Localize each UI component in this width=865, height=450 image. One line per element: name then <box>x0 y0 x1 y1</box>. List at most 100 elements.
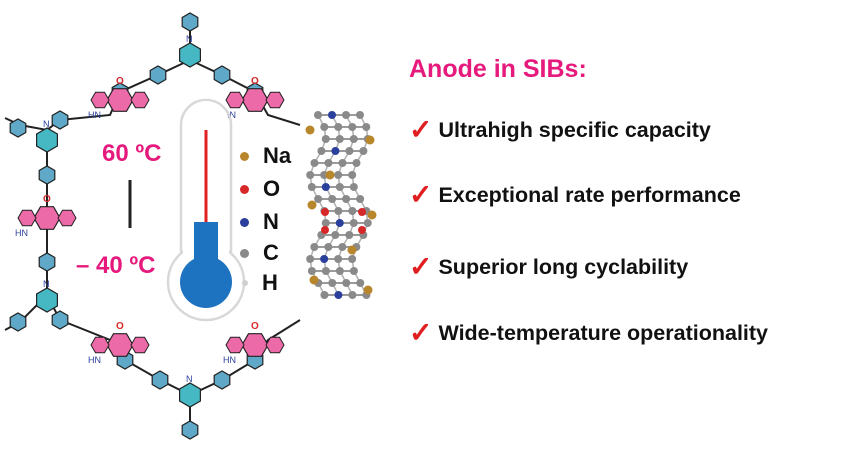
feature-label: Superior long cyclability <box>438 254 689 279</box>
oxygen-atom <box>321 208 329 216</box>
imide-core-ring <box>106 333 134 357</box>
atom <box>335 135 344 143</box>
phenyl-ring <box>181 12 199 32</box>
atom <box>320 255 329 263</box>
checkmark-icon: ✓ <box>409 317 433 348</box>
sodium-atom <box>305 125 315 135</box>
atom <box>331 231 340 239</box>
legend-label-h: H <box>262 270 278 295</box>
feature-label: Exceptional rate performance <box>438 182 741 207</box>
legend-dot-na <box>240 151 249 161</box>
atom <box>334 255 343 263</box>
atom <box>324 159 333 167</box>
feature-item-capacity: ✓ Ultrahigh specific capacity <box>409 110 711 150</box>
atom <box>342 111 350 119</box>
atom <box>328 111 336 119</box>
phenyl-ring <box>38 252 56 272</box>
imide-core-ring <box>33 206 61 230</box>
phenyl-ring <box>38 165 56 185</box>
imide-side-ring <box>90 91 110 109</box>
atom <box>359 147 368 155</box>
carbonyl-o-label: O <box>251 76 259 87</box>
phenyl-ring <box>181 420 199 440</box>
phenyl-ring <box>51 310 69 330</box>
atom <box>334 207 343 215</box>
triazine-ring <box>179 42 201 68</box>
panel-title: Anode in SIBs: <box>409 55 587 83</box>
atom <box>356 195 365 203</box>
checkmark-icon: ✓ <box>409 179 433 210</box>
atom <box>349 267 358 275</box>
phenyl-ring <box>51 110 69 130</box>
atom <box>356 111 364 119</box>
temp-low-label: – 40 ºC <box>76 252 156 279</box>
legend-row-na: Na <box>240 143 291 169</box>
atom <box>331 147 340 155</box>
triazine-n-label: N <box>43 279 50 289</box>
atom <box>306 255 315 263</box>
atom <box>335 267 344 275</box>
atom <box>362 123 371 131</box>
molecular-model <box>305 111 377 299</box>
legend-label-o: O <box>263 176 281 201</box>
phenyl-ring <box>9 312 27 332</box>
triazine-ring <box>35 127 59 153</box>
atom <box>334 171 343 179</box>
feature-item-rate: ✓ Exceptional rate performance <box>409 175 741 215</box>
imide-side-ring <box>57 209 77 227</box>
sodium-atom <box>307 200 317 210</box>
atom <box>324 243 333 251</box>
imide-side-ring <box>225 336 245 354</box>
atom <box>307 267 316 275</box>
legend-dot-h <box>242 280 248 286</box>
imide-side-ring <box>130 336 150 354</box>
phenyl-ring <box>9 118 27 138</box>
atom <box>345 147 354 155</box>
legend-row-n: N <box>240 209 279 235</box>
atom <box>348 291 357 299</box>
imide-side-ring <box>90 336 110 354</box>
sodium-atom <box>325 170 335 180</box>
atom <box>310 243 319 251</box>
feature-item-temperature: ✓ Wide-temperature operationality <box>409 313 768 353</box>
atom <box>363 219 372 227</box>
nh-label: HN <box>223 355 236 365</box>
oxygen-atom <box>358 226 366 234</box>
atom <box>356 279 365 287</box>
atom <box>328 195 337 203</box>
atom <box>349 219 358 227</box>
atom <box>334 123 343 131</box>
feature-item-cyclability: ✓ Superior long cyclability <box>409 247 688 287</box>
atom <box>321 135 330 143</box>
thermometer-icon <box>166 98 246 322</box>
feature-label: Wide-temperature operationality <box>438 320 769 345</box>
legend-row-c: C <box>240 240 279 266</box>
atom <box>321 219 330 227</box>
atom <box>307 183 316 191</box>
checkmark-icon: ✓ <box>409 251 433 282</box>
atom <box>342 279 351 287</box>
atom <box>334 291 343 299</box>
carbonyl-o-label: O <box>251 321 259 332</box>
atom <box>310 159 319 167</box>
imide-core-ring <box>241 333 269 357</box>
atom <box>314 195 323 203</box>
atom <box>317 147 326 155</box>
phenyl-ring <box>213 370 231 390</box>
atom <box>338 159 347 167</box>
phenyl-ring <box>149 65 167 85</box>
atom <box>335 219 344 227</box>
sodium-atom <box>365 135 375 145</box>
triazine-ring <box>35 287 59 313</box>
legend-label-n: N <box>263 209 279 234</box>
atom <box>321 183 330 191</box>
legend-row-o: O <box>240 176 280 202</box>
imide-side-ring <box>265 336 285 354</box>
atom <box>345 231 354 239</box>
atom <box>335 183 344 191</box>
atom <box>338 243 347 251</box>
imide-side-ring <box>17 209 37 227</box>
legend-dot-c <box>240 248 249 258</box>
sodium-atom <box>363 285 373 295</box>
